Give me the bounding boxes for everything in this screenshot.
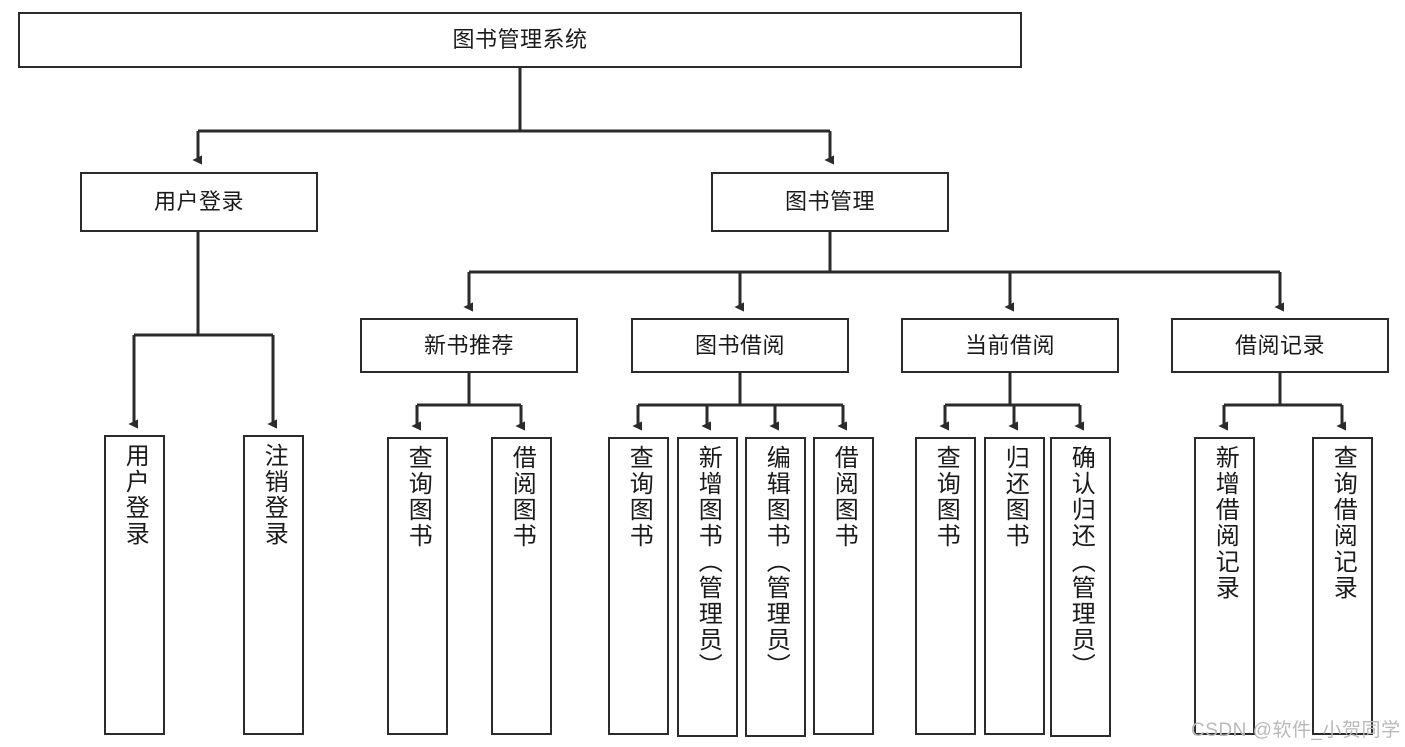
node-label: 查询借阅记录 xyxy=(1329,445,1357,601)
node-leaf-return-book[interactable]: 归还图书 xyxy=(984,437,1045,735)
node-label: 归还图书 xyxy=(1001,445,1029,549)
node-new-book-recommend[interactable]: 新书推荐 xyxy=(360,318,578,373)
node-root-system[interactable]: 图书管理系统 xyxy=(18,12,1022,68)
node-borrow-record[interactable]: 借阅记录 xyxy=(1171,318,1389,373)
node-leaf-borrow-book-1[interactable]: 借阅图书 xyxy=(491,437,552,735)
node-leaf-query-book-2[interactable]: 查询图书 xyxy=(608,437,669,735)
node-leaf-edit-book[interactable]: 编辑图书（管理员） xyxy=(745,437,806,737)
node-label: 查询图书 xyxy=(404,445,432,549)
node-label: 确认归还（管理员） xyxy=(1067,445,1095,679)
node-leaf-confirm-return[interactable]: 确认归还（管理员） xyxy=(1050,437,1111,737)
node-user-login[interactable]: 用户登录 xyxy=(80,172,318,232)
node-leaf-logout-login[interactable]: 注销登录 xyxy=(243,435,304,735)
node-label: 新书推荐 xyxy=(423,332,514,358)
node-label: 图书借阅 xyxy=(694,332,785,358)
node-current-borrow[interactable]: 当前借阅 xyxy=(901,318,1119,373)
node-label: 编辑图书（管理员） xyxy=(762,445,790,679)
node-label: 借阅记录 xyxy=(1234,332,1325,358)
node-label: 当前借阅 xyxy=(964,332,1055,358)
node-label: 注销登录 xyxy=(260,443,288,547)
node-leaf-add-record[interactable]: 新增借阅记录 xyxy=(1194,437,1255,735)
node-book-management[interactable]: 图书管理 xyxy=(711,172,949,232)
node-leaf-query-book-3[interactable]: 查询图书 xyxy=(915,437,976,735)
node-label: 借阅图书 xyxy=(508,445,536,549)
node-label: 图书管理 xyxy=(784,189,875,215)
node-leaf-query-record[interactable]: 查询借阅记录 xyxy=(1312,437,1373,735)
node-book-borrow[interactable]: 图书借阅 xyxy=(631,318,849,373)
node-leaf-borrow-book-2[interactable]: 借阅图书 xyxy=(813,437,874,735)
node-label: 用户登录 xyxy=(153,189,244,215)
node-label: 新增借阅记录 xyxy=(1211,445,1239,601)
node-label: 用户登录 xyxy=(121,443,149,547)
node-leaf-user-login[interactable]: 用户登录 xyxy=(104,435,165,735)
node-leaf-query-book-1[interactable]: 查询图书 xyxy=(387,437,448,735)
node-label: 图书管理系统 xyxy=(452,27,588,53)
node-label: 借阅图书 xyxy=(830,445,858,549)
node-leaf-add-book[interactable]: 新增图书（管理员） xyxy=(677,437,738,737)
node-label: 查询图书 xyxy=(625,445,653,549)
node-label: 查询图书 xyxy=(932,445,960,549)
node-label: 新增图书（管理员） xyxy=(694,445,722,679)
